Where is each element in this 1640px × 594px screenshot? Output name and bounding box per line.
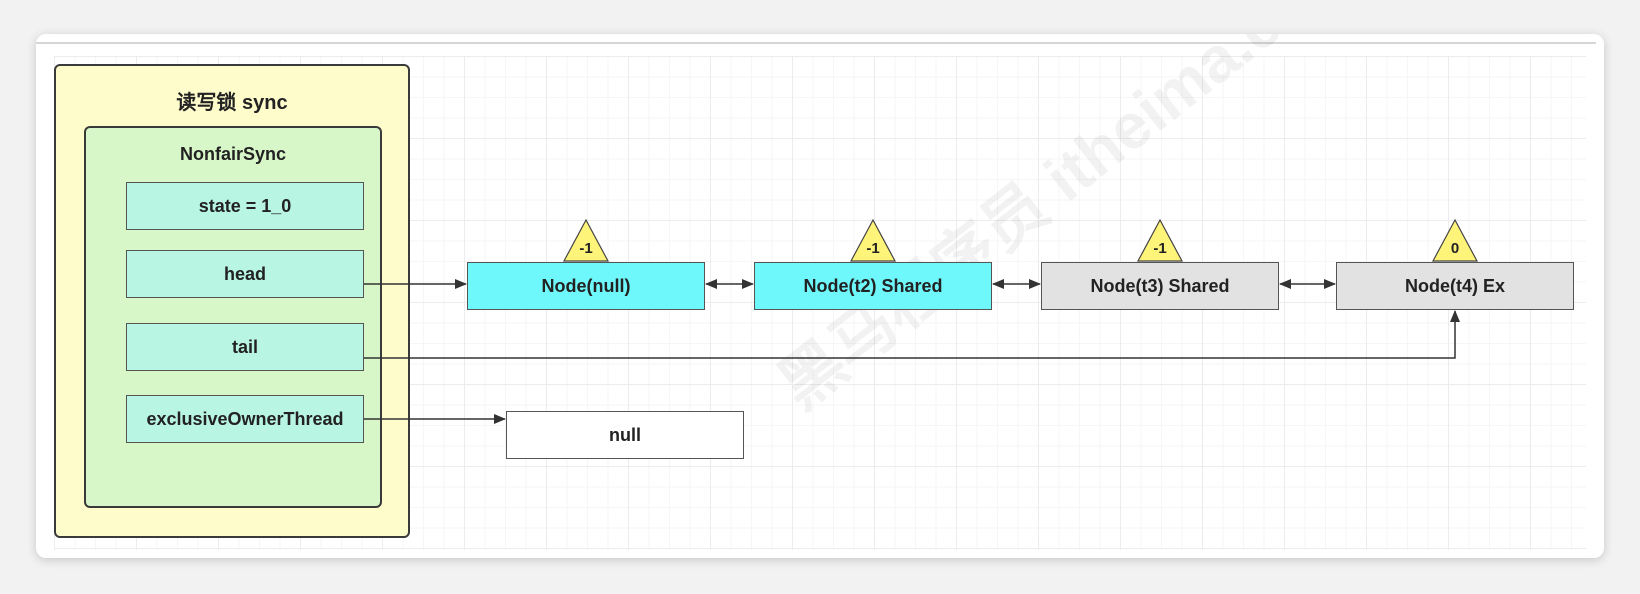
owner-field-label: exclusiveOwnerThread (146, 408, 344, 429)
queue-node-t3: Node(t3) Shared (1041, 262, 1279, 310)
tail-field: tail (126, 323, 364, 371)
connector-layer (364, 218, 1479, 424)
tail-field-label: tail (231, 336, 258, 357)
queue-node-label: Node(null) (541, 275, 631, 296)
wait-status-t2: -1 (866, 240, 880, 257)
wait-status-triangle-t2 (849, 218, 897, 262)
owner-null-label: null (609, 424, 641, 445)
wait-status-triangle-null (562, 218, 610, 262)
wait-status-null: -1 (579, 240, 593, 257)
wait-status-triangle-t4 (1431, 218, 1479, 262)
wait-status-t4: 0 (1450, 240, 1460, 257)
state-field-label: state = 1_0 (198, 195, 292, 216)
wait-status-t3: -1 (1153, 240, 1167, 257)
wait-status-triangle-t3 (1136, 218, 1184, 262)
nonfair-sync-title: NonfairSync (179, 144, 287, 164)
queue-node-label: Node(t4) Ex (1404, 275, 1505, 296)
owner-field: exclusiveOwnerThread (126, 395, 364, 443)
queue-node-label: Node(t3) Shared (1090, 275, 1230, 296)
top-divider (36, 42, 1596, 44)
diagram-card: 黑马程序员 itheima.com 读写锁 sync NonfairSync s… (36, 34, 1604, 558)
queue-node-t4: Node(t4) Ex (1336, 262, 1574, 310)
queue-node-label: Node(t2) Shared (803, 275, 943, 296)
queue-node-null: Node(null) (467, 262, 705, 310)
state-field: state = 1_0 (126, 182, 364, 230)
head-field-label: head (223, 263, 266, 284)
head-field: head (126, 250, 364, 298)
queue-node-t2: Node(t2) Shared (754, 262, 992, 310)
tail-arrow (364, 310, 1460, 359)
sync-title: 读写锁 sync (176, 92, 288, 114)
owner-null-box: null (506, 411, 744, 459)
